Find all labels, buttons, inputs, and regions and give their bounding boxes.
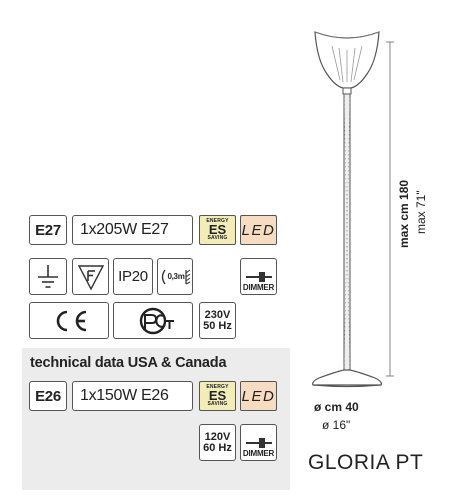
usa-frequency-value: 60 Hz [203,441,232,454]
usa-dimmer-badge: DIMMER [240,424,277,461]
height-in-label: max 71" [414,190,428,234]
height-dimension-line [386,41,394,377]
lamp-bracket-icon [162,269,167,284]
socket-type: E27 [35,221,61,239]
hatch-icon [184,269,190,284]
usa-energy-label: ENERGY [206,384,229,390]
usa-voltage-box: 120V 60 Hz [199,424,236,461]
voltage-value: 230V [204,308,231,321]
usa-bulb-spec-box: 1x150W E26 [72,381,193,411]
dimmer-label: DIMMER [242,283,275,292]
usa-dimmer-slider-icon [245,438,272,448]
usa-socket-type-box: E26 [29,381,67,411]
usa-canada-panel [22,348,290,490]
distance-box: 0,3m [157,258,193,295]
energy-es: ES [208,222,227,237]
ground-icon [38,264,58,288]
energy-label: ENERGY [206,218,229,224]
usa-energy-saving-badge: ENERGY ES SAVING [199,381,236,411]
dimmer-badge: DIMMER [240,258,277,295]
f-mark-icon [77,264,104,291]
ce-mark-icon [56,310,87,331]
height-cm-label: max cm 180 [397,179,411,248]
bulb-spec: 1x205W E27 [80,221,169,238]
usa-bulb-spec: 1x150W E26 [80,387,169,404]
bulb-spec-box: 1x205W E27 [72,215,193,245]
usa-saving-label: SAVING [207,401,228,407]
frequency-value: 50 Hz [203,319,232,332]
usa-dimmer-label: DIMMER [242,449,275,458]
saving-label: SAVING [207,235,228,241]
diameter-in-label: ø 16" [322,418,351,432]
usa-energy-es: ES [208,388,227,403]
pct-mark-icon [139,307,174,334]
f-mark-box [72,258,109,295]
socket-type-box: E27 [29,215,67,245]
led-label: LED [241,221,276,239]
usa-canada-title: technical data USA & Canada [30,355,227,371]
ce-mark-box [29,302,109,339]
ip-rating: IP20 [118,268,148,285]
usa-led-badge: LED [240,381,277,411]
led-badge: LED [240,215,277,245]
usa-led-label: LED [241,387,276,405]
gost-mark-box [113,302,193,339]
usa-socket-type: E26 [35,387,61,405]
diameter-cm-label: ø cm 40 [314,400,359,414]
energy-saving-badge: ENERGY ES SAVING [199,215,236,245]
voltage-box: 230V 50 Hz [199,302,236,339]
distance-label: 0,3m [167,272,185,281]
model-name: GLORIA PT [308,451,424,474]
floor-lamp-drawing [312,31,382,388]
usa-voltage-value: 120V [204,430,231,443]
ground-box [29,258,67,295]
dimmer-slider-icon [245,272,272,282]
ip-rating-box: IP20 [113,258,153,295]
